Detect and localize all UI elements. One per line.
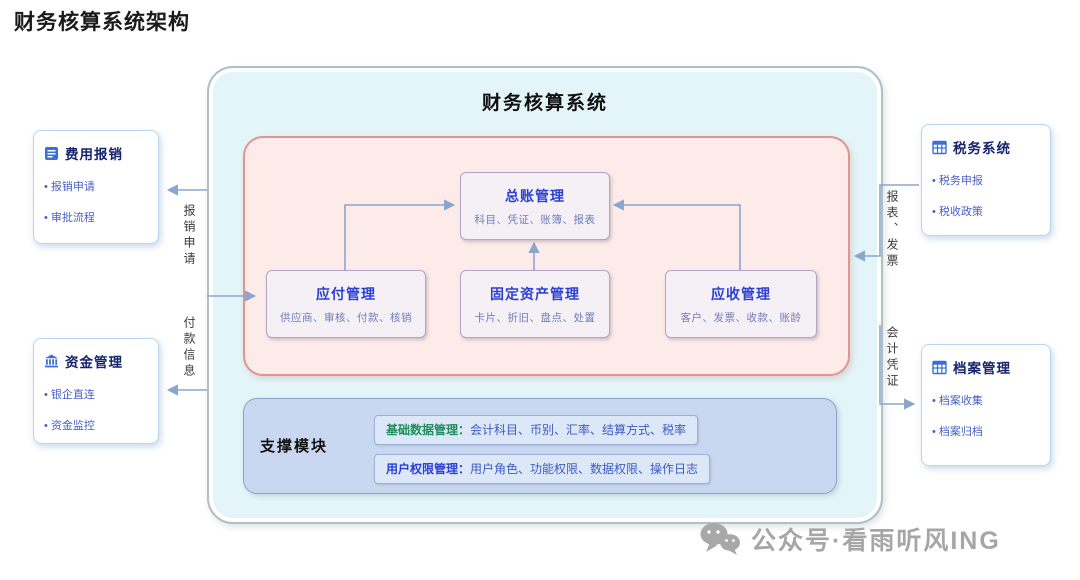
- external-funds-title: 资金管理: [65, 355, 123, 370]
- module-accounts-payable: 应付管理 供应商、审核、付款、核销: [266, 270, 426, 338]
- watermark: 公众号·看雨听风ING: [697, 521, 1001, 557]
- module-general-ledger-title: 总账管理: [505, 189, 565, 205]
- module-fixed-assets-subtitle: 卡片、折旧、盘点、处置: [474, 311, 596, 324]
- external-tax-box: 税务系统 税务申报 税收政策: [921, 124, 1051, 236]
- support-row-user-permission-text: 用户角色、功能权限、数据权限、操作日志: [470, 462, 699, 476]
- module-accounts-receivable: 应收管理 客户、发票、收款、账龄: [665, 270, 817, 338]
- module-fixed-assets: 固定资产管理 卡片、折旧、盘点、处置: [460, 270, 610, 338]
- list-item: 报销申请: [44, 178, 148, 194]
- external-funds-header: 资金管理: [44, 351, 148, 371]
- watermark-text: 公众号·看雨听风ING: [751, 527, 1001, 555]
- bank-icon: [45, 354, 58, 367]
- external-expense-title: 费用报销: [65, 147, 123, 162]
- support-row-user-permission-label: 用户权限管理：: [386, 462, 471, 476]
- external-archive-items: 档案收集 档案归档: [932, 392, 1040, 439]
- spreadsheet-icon: [932, 140, 947, 154]
- list-item: 资金监控: [44, 417, 148, 433]
- support-row-user-permission: 用户权限管理：用户角色、功能权限、数据权限、操作日志: [374, 454, 711, 484]
- external-funds-box: 资金管理 银企直连 资金监控: [33, 338, 159, 444]
- module-fixed-assets-title: 固定资产管理: [490, 287, 580, 303]
- list-item: 银企直连: [44, 386, 148, 402]
- list-item: 档案收集: [932, 392, 1040, 408]
- external-tax-header: 税务系统: [932, 137, 1040, 157]
- module-general-ledger: 总账管理 科目、凭证、账簿、报表: [460, 172, 610, 240]
- page-title: 财务核算系统架构: [14, 11, 190, 34]
- list-item: 税收政策: [932, 203, 1040, 219]
- support-row-base-data-text: 会计科目、币别、汇率、结算方式、税率: [470, 423, 687, 437]
- list-item: 审批流程: [44, 209, 148, 225]
- connector-label-archive: 会计凭证: [885, 326, 899, 390]
- connector-label-expense: 报销申请: [182, 204, 196, 268]
- module-accounts-receivable-title: 应收管理: [711, 287, 771, 303]
- support-row-base-data: 基础数据管理：会计科目、币别、汇率、结算方式、税率: [374, 415, 699, 445]
- module-general-ledger-subtitle: 科目、凭证、账簿、报表: [474, 213, 596, 226]
- connector-label-funds: 付款信息: [182, 316, 196, 380]
- external-tax-items: 税务申报 税收政策: [932, 172, 1040, 219]
- support-modules-container: 支撑模块 基础数据管理：会计科目、币别、汇率、结算方式、税率 用户权限管理：用户…: [243, 398, 837, 494]
- external-archive-header: 档案管理: [932, 357, 1040, 377]
- external-expense-items: 报销申请 审批流程: [44, 178, 148, 225]
- module-accounts-receivable-subtitle: 客户、发票、收款、账龄: [680, 311, 802, 324]
- spreadsheet-icon: [932, 360, 947, 374]
- external-expense-box: 费用报销 报销申请 审批流程: [33, 130, 159, 244]
- external-funds-items: 银企直连 资金监控: [44, 386, 148, 433]
- support-row-base-data-label: 基础数据管理：: [386, 423, 471, 437]
- main-system-title: 财务核算系统: [481, 93, 608, 114]
- list-item: 档案归档: [932, 423, 1040, 439]
- module-accounts-payable-subtitle: 供应商、审核、付款、核销: [280, 311, 412, 324]
- core-modules-container: 总账管理 科目、凭证、账簿、报表 应付管理 供应商、审核、付款、核销 固定资产管…: [243, 136, 850, 376]
- main-system-container: 财务核算系统 总账管理 科目、凭证、账簿、报表 应付管理 供应商、审核、付款、核…: [207, 66, 883, 524]
- module-accounts-payable-title: 应付管理: [316, 287, 376, 303]
- list-item: 税务申报: [932, 172, 1040, 188]
- external-expense-header: 费用报销: [44, 143, 148, 163]
- arrow-ar-to-gl: [612, 199, 741, 270]
- arrow-ap-to-gl: [344, 199, 456, 270]
- wechat-icon: [700, 523, 740, 555]
- external-tax-title: 税务系统: [953, 141, 1011, 156]
- support-modules-title: 支撑模块: [260, 439, 329, 455]
- external-archive-title: 档案管理: [953, 361, 1011, 376]
- connector-label-tax: 报表、发票: [885, 190, 899, 270]
- external-archive-box: 档案管理 档案收集 档案归档: [921, 344, 1051, 466]
- document-icon: [45, 146, 58, 160]
